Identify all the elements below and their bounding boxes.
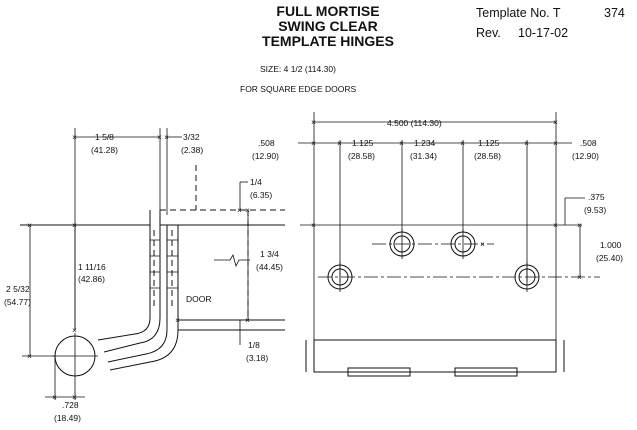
tick-mark: × xyxy=(311,138,316,148)
dim-label: 2 5/32 xyxy=(6,284,30,294)
dim-label: 1 11/16 xyxy=(78,262,106,272)
arm-outline xyxy=(103,317,161,353)
rev-label: Rev. xyxy=(476,26,501,40)
arm-outline xyxy=(97,317,151,341)
dim-label: 1 3/4 xyxy=(260,249,279,259)
tick-mark: × xyxy=(480,239,485,249)
leaf-ribs xyxy=(150,239,178,289)
spacing-dim: 1.125 xyxy=(352,138,374,148)
dim-label: (44.45) xyxy=(256,262,283,272)
tick-mark: × xyxy=(399,138,404,148)
row-offset-dim: 1.000 xyxy=(600,240,622,250)
tick-mark: × xyxy=(27,220,32,230)
tick-mark: × xyxy=(237,205,242,215)
tick-mark: × xyxy=(72,220,77,230)
dim-label: (41.28) xyxy=(91,145,118,155)
arm-outline xyxy=(107,329,168,363)
spacing-dim-mm: (31.34) xyxy=(410,151,437,161)
size-text: SIZE: 4 1/2 (114.30) xyxy=(260,64,336,74)
row-offset-dim-mm: (25.40) xyxy=(596,253,623,263)
right-face-view: 4.500 (114.30) .508 (12.90) 1.125 (28.58… xyxy=(252,112,623,377)
dim-label: 1/4 xyxy=(250,177,262,187)
template-no-value: 374 xyxy=(604,6,625,20)
left-profile-view: 1 5/8 (41.28) 3/32 (2.38) xyxy=(4,128,285,423)
tick-mark: × xyxy=(157,132,162,142)
edge-right-dim: .508 xyxy=(580,138,597,148)
tick-mark: × xyxy=(311,117,316,127)
screw-hole xyxy=(389,229,415,259)
knuckle-outline xyxy=(313,339,557,373)
knuckle-slot xyxy=(454,367,518,377)
tick-mark: × xyxy=(72,325,77,335)
tick-mark: × xyxy=(553,117,558,127)
title-line-2: SWING CLEAR xyxy=(278,18,378,34)
dim-label: (18.49) xyxy=(54,413,81,423)
edge-left-dim-mm: (12.90) xyxy=(252,151,279,161)
tick-mark: × xyxy=(52,392,57,402)
dim-label: (42.86) xyxy=(78,274,105,284)
knuckle-slot xyxy=(347,367,411,377)
title-line-3: TEMPLATE HINGES xyxy=(262,33,394,49)
rev-date: 10-17-02 xyxy=(518,26,569,40)
tick-mark: × xyxy=(72,132,77,142)
dim-label: (3.18) xyxy=(246,353,268,363)
top-offset-dim-mm: (9.53) xyxy=(584,205,606,215)
arm-outline xyxy=(109,329,179,371)
tick-mark: × xyxy=(27,351,32,361)
tick-mark: × xyxy=(337,138,342,148)
tick-mark: × xyxy=(245,315,250,325)
dim-label: (54.77) xyxy=(4,297,31,307)
top-offset-dim: .375 xyxy=(588,192,605,202)
tick-mark: × xyxy=(524,138,529,148)
screw-hole xyxy=(450,229,476,259)
spacing-dim-mm: (28.58) xyxy=(348,151,375,161)
dim-label: 3/32 xyxy=(183,132,200,142)
template-title: FULL MORTISE SWING CLEAR TEMPLATE HINGES xyxy=(228,4,428,49)
template-no-label: Template No. T xyxy=(476,6,561,20)
tick-mark: × xyxy=(175,315,180,325)
dim-label: 1 5/8 xyxy=(95,132,114,142)
screw-hole xyxy=(327,262,353,292)
title-line-1: FULL MORTISE xyxy=(276,3,380,19)
dim-label: (6.35) xyxy=(250,190,272,200)
tick-mark: × xyxy=(577,272,582,282)
tick-mark: × xyxy=(460,138,465,148)
tick-mark: × xyxy=(577,220,582,230)
overall-dim: 4.500 (114.30) xyxy=(387,118,442,128)
spacing-dim-mm: (28.58) xyxy=(474,151,501,161)
door-label: DOOR xyxy=(186,294,212,304)
tick-mark: × xyxy=(311,220,316,230)
edge-text: FOR SQUARE EDGE DOORS xyxy=(240,84,357,94)
screw-hole xyxy=(514,262,540,292)
spacing-dim: 1.125 xyxy=(478,138,500,148)
dim-label: (2.38) xyxy=(181,145,203,155)
edge-left-dim: .508 xyxy=(258,138,275,148)
edge-right-dim-mm: (12.90) xyxy=(572,151,599,161)
tick-mark: × xyxy=(553,138,558,148)
tick-mark: × xyxy=(553,220,558,230)
tick-mark: × xyxy=(72,392,77,402)
break-mark xyxy=(214,253,250,268)
spacing-dim: 1.234 xyxy=(414,138,436,148)
tick-mark: × xyxy=(245,205,250,215)
tick-mark: × xyxy=(164,132,169,142)
dim-label: 1/8 xyxy=(248,340,260,350)
dim-label: .728 xyxy=(62,400,79,410)
